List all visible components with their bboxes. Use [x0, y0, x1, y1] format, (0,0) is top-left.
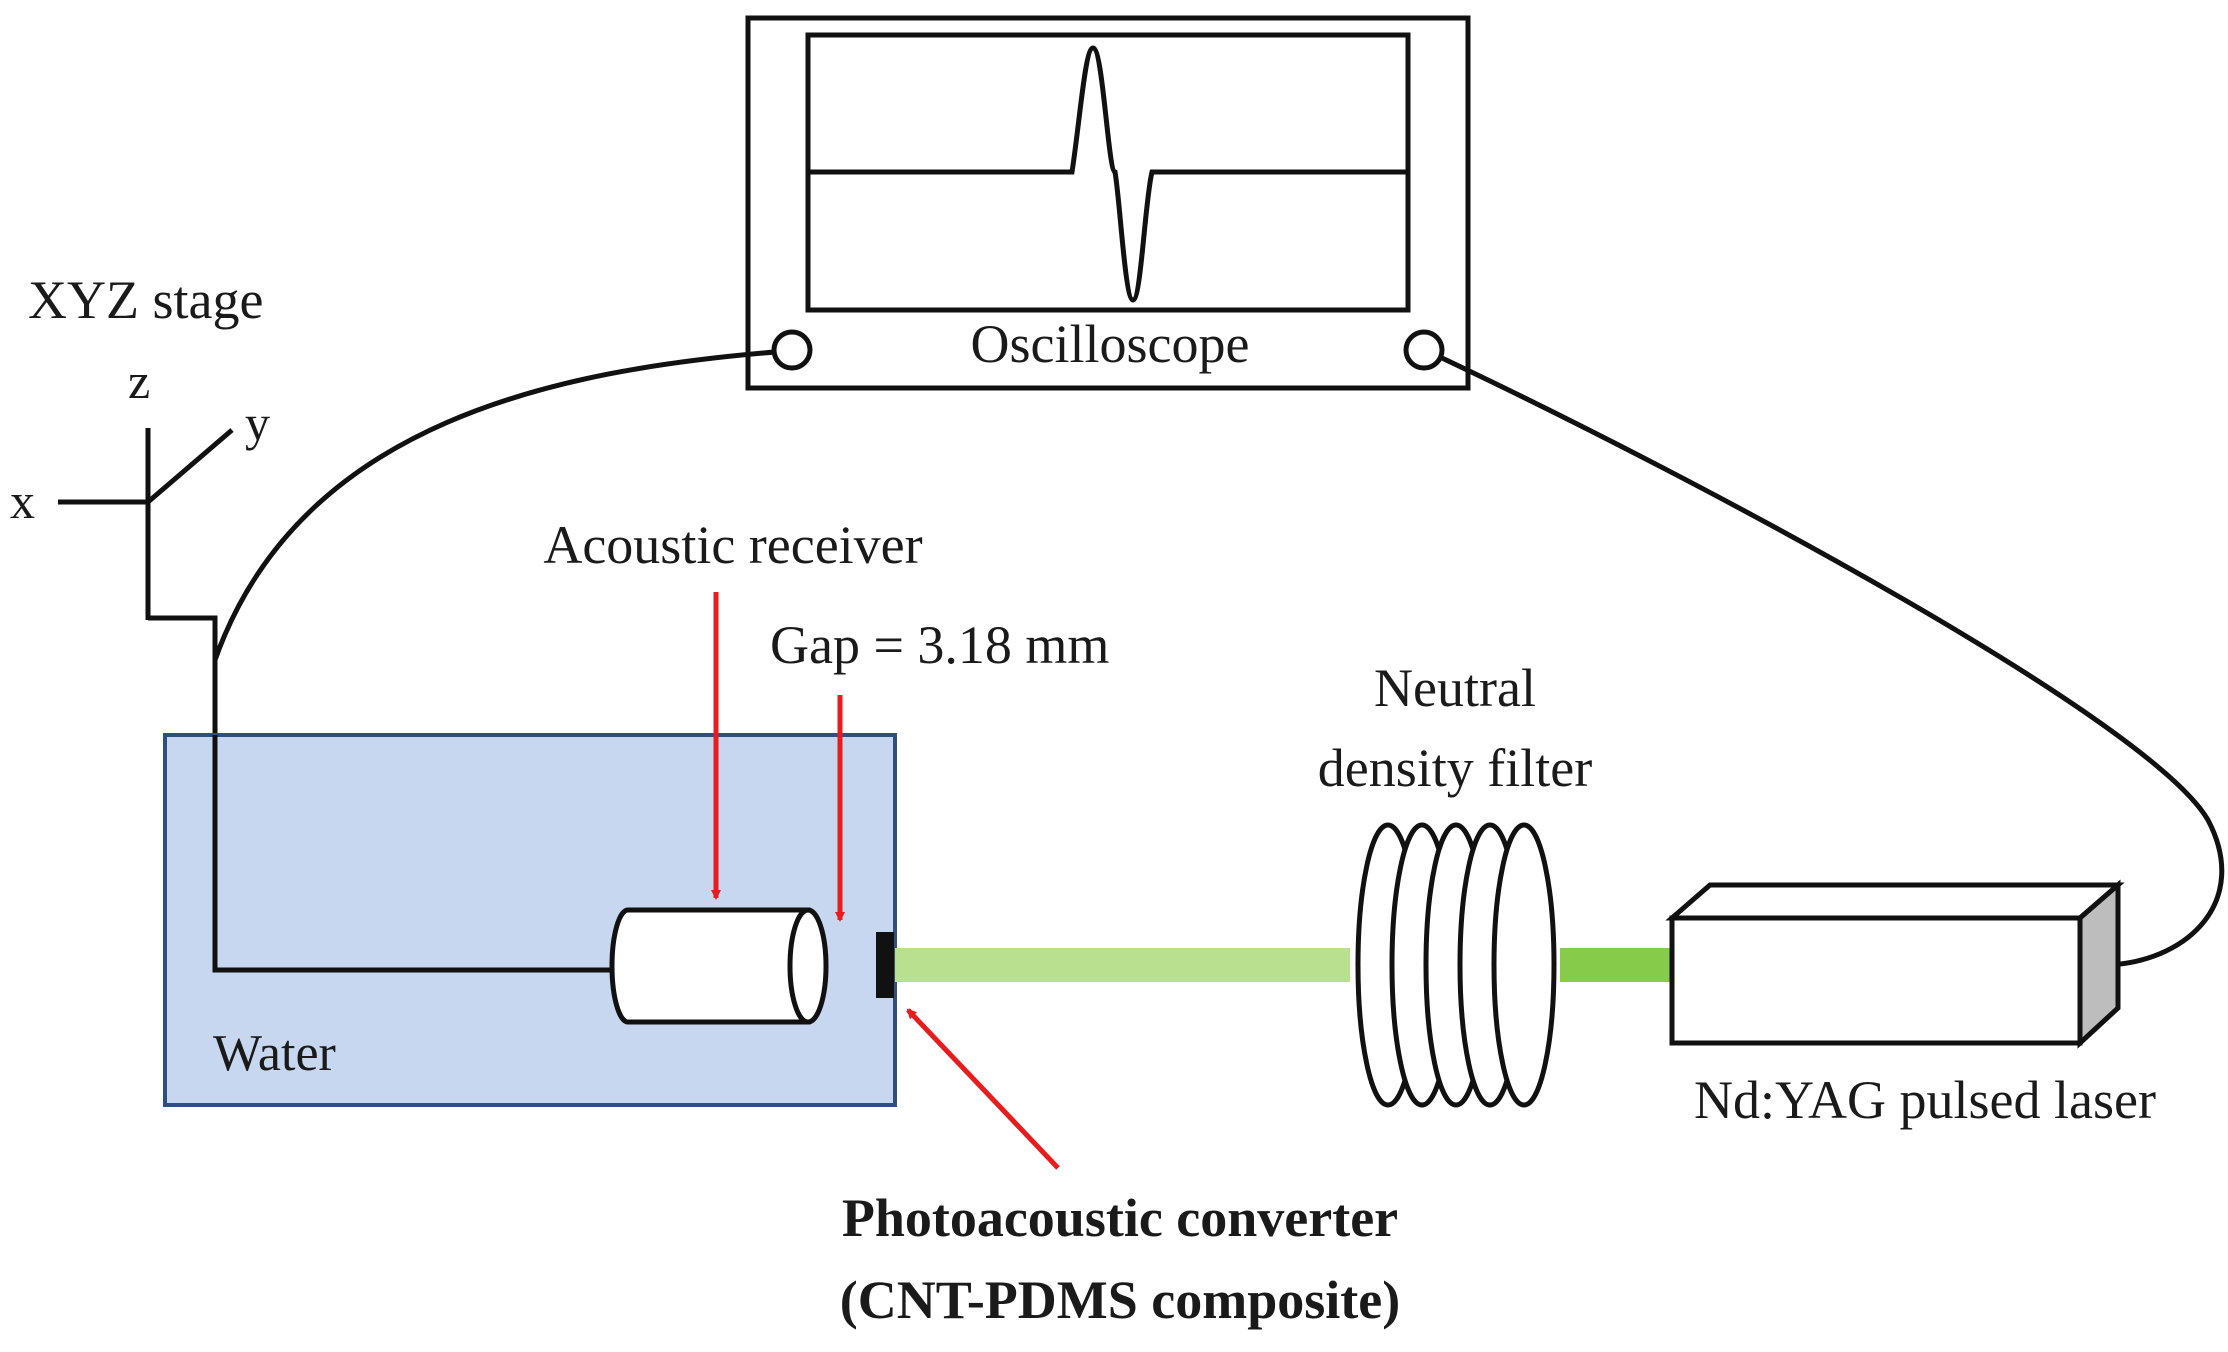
axis-y-label: y	[245, 395, 270, 451]
stage-arm-in-water	[212, 735, 612, 973]
converter-label-line1: Photoacoustic converter	[842, 1188, 1398, 1248]
receiver-face	[787, 907, 829, 1025]
converter-label-line2: (CNT-PDMS composite)	[840, 1270, 1400, 1330]
neutral-density-filter	[1355, 822, 1557, 1108]
acoustic-receiver-label: Acoustic receiver	[543, 515, 922, 575]
cable-oscilloscope-to-receiver	[212, 349, 776, 661]
converter-arrow	[906, 1008, 1060, 1170]
axis-y-line	[146, 428, 234, 504]
laser-top-face	[1665, 882, 2125, 921]
photoacoustic-converter	[876, 932, 894, 998]
receiver-body	[609, 907, 811, 1025]
gap-label: Gap = 3.18 mm	[770, 615, 1109, 675]
neutral-density-label-line1: Neutral	[1374, 658, 1536, 718]
water-label: Water	[213, 1025, 336, 1082]
filter-disc-5	[1491, 822, 1557, 1108]
laser-beam-filtered	[895, 948, 1350, 982]
cable-oscilloscope-to-laser	[1440, 355, 2225, 968]
oscilloscope-label: Oscilloscope	[971, 314, 1250, 374]
neutral-density-label-line2: density filter	[1318, 738, 1592, 798]
nd-yag-laser	[1665, 879, 2125, 1049]
oscilloscope-port-left	[771, 329, 813, 371]
laser-label: Nd:YAG pulsed laser	[1694, 1070, 2156, 1130]
axis-z-label: z	[128, 353, 150, 409]
laser-beam-source	[1560, 948, 1672, 982]
axis-x-label: x	[10, 473, 35, 529]
oscilloscope-port-right	[1403, 329, 1445, 371]
xyz-stage-label: XYZ stage	[28, 270, 263, 330]
oscilloscope-waveform	[810, 45, 1406, 303]
laser-front-face	[1669, 915, 2083, 1046]
acoustic-receiver	[609, 907, 829, 1025]
oscilloscope: Oscilloscope	[745, 15, 1471, 391]
